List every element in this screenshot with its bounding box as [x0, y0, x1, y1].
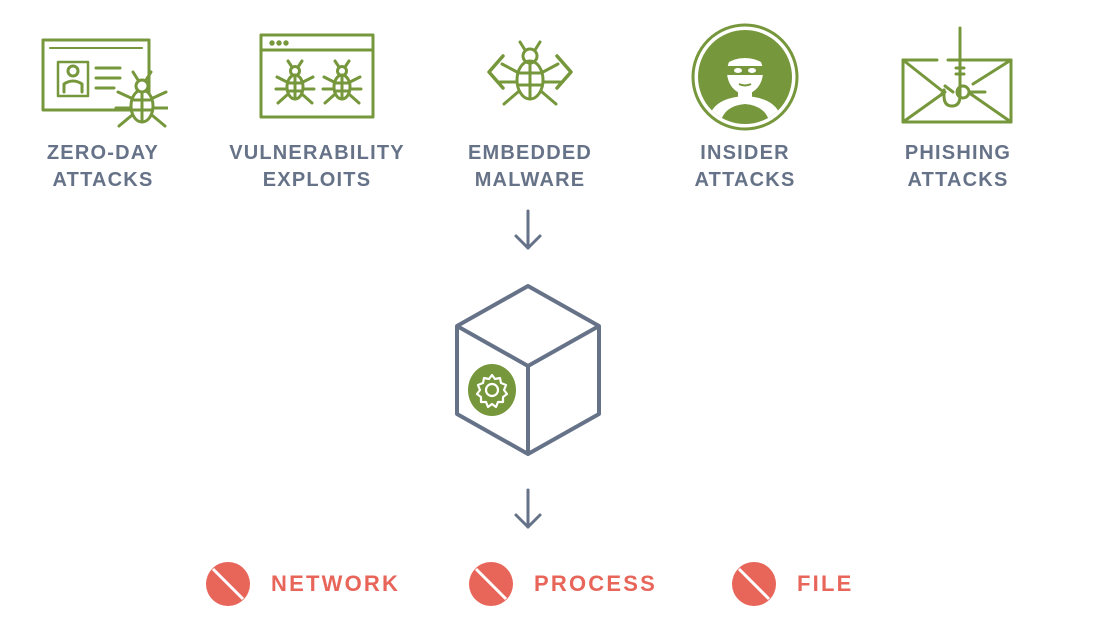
masked-person-icon [691, 23, 799, 131]
threat-label-line2: ATTACKS [694, 169, 796, 191]
prohibited-icon [469, 562, 513, 606]
threat-label-line2: MALWARE [474, 169, 586, 191]
threat-embedded: EMBEDDED MALWARE [430, 22, 630, 194]
blocked-label: FILE [797, 571, 854, 596]
threat-vulnerability: VULNERABILITY EXPLOITS [217, 22, 417, 194]
id-card-bug-icon [41, 38, 168, 128]
blocked-network: NETWORK [205, 560, 400, 608]
sandbox-cube-icon [455, 284, 601, 456]
threat-label: ZERO-DAY ATTACKS [3, 140, 203, 194]
threat-label: EMBEDDED MALWARE [430, 140, 630, 194]
threat-label-line2: EXPLOITS [262, 169, 372, 191]
gear-icon [468, 364, 516, 416]
threat-insider: INSIDER ATTACKS [645, 22, 845, 194]
prohibited-icon [206, 562, 250, 606]
down-arrow-icon [514, 209, 542, 250]
threat-label: INSIDER ATTACKS [645, 140, 845, 194]
browser-bugs-icon [259, 33, 375, 119]
envelope-hook-icon [901, 26, 1013, 124]
threat-zero-day: ZERO-DAY ATTACKS [3, 22, 203, 194]
blocked-label: NETWORK [271, 571, 401, 596]
code-bug-icon [487, 40, 573, 106]
blocked-label: PROCESS [534, 571, 657, 596]
prohibited-icon [732, 562, 776, 606]
threat-label-line2: ATTACKS [52, 169, 154, 191]
threat-label: PHISHING ATTACKS [858, 140, 1058, 194]
threat-label-line1: INSIDER [700, 142, 790, 164]
threat-label-line1: VULNERABILITY [229, 142, 405, 164]
threat-label-line2: ATTACKS [907, 169, 1009, 191]
blocked-file: FILE [731, 560, 853, 608]
threat-label-line1: EMBEDDED [467, 142, 593, 164]
threat-label: VULNERABILITY EXPLOITS [217, 140, 417, 194]
threat-label-line1: ZERO-DAY [46, 142, 160, 164]
threat-label-line1: PHISHING [904, 142, 1012, 164]
down-arrow-icon [514, 488, 542, 529]
blocked-process: PROCESS [468, 560, 657, 608]
threat-phishing: PHISHING ATTACKS [858, 22, 1058, 194]
